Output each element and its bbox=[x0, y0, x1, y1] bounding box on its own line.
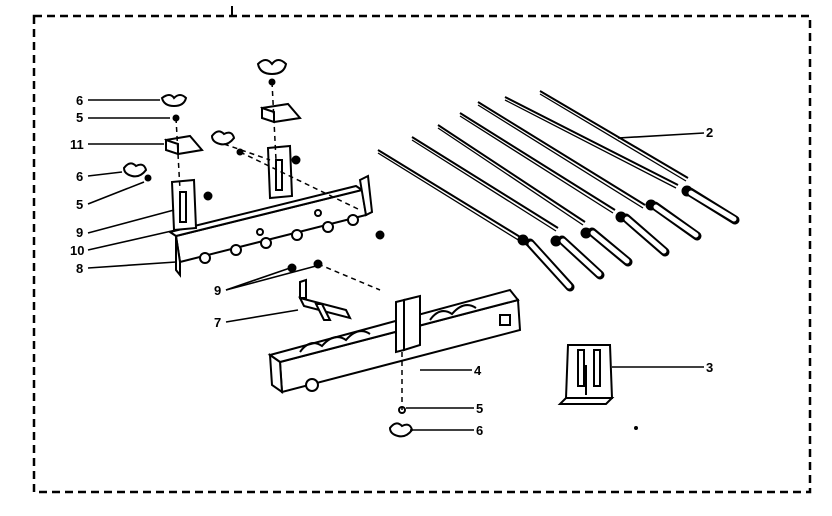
bracket-top-center bbox=[260, 102, 302, 124]
wing-nut-top bbox=[256, 59, 288, 86]
callout-9-left: 9 bbox=[76, 225, 83, 240]
skewer-1 bbox=[377, 149, 575, 292]
skewer-6 bbox=[504, 96, 740, 225]
callout-5-bottom: 5 bbox=[476, 401, 483, 416]
callout-9-center: 9 bbox=[214, 283, 221, 298]
callout-6-bottom: 6 bbox=[476, 423, 483, 438]
washer-lower-left bbox=[144, 174, 152, 182]
callout-5-top: 5 bbox=[76, 110, 83, 125]
lower-spit-bar bbox=[267, 288, 522, 395]
skewer-group bbox=[377, 90, 740, 292]
callout-2: 2 bbox=[706, 125, 713, 140]
wing-nut-lower-left bbox=[122, 162, 148, 178]
upper-bracket bbox=[167, 174, 374, 278]
callout-11: 11 bbox=[70, 137, 84, 152]
wing-nut-bottom bbox=[388, 422, 414, 438]
callout-7: 7 bbox=[214, 315, 221, 330]
callout-5-mid: 5 bbox=[76, 197, 83, 212]
skewer-5 bbox=[477, 101, 702, 241]
assembly-lines bbox=[175, 81, 403, 410]
leader-lines bbox=[87, 99, 705, 431]
skewer-2 bbox=[411, 136, 605, 280]
upright-post-left bbox=[170, 178, 213, 232]
clip-part bbox=[557, 344, 615, 405]
screw-1 bbox=[375, 230, 385, 240]
callout-3: 3 bbox=[706, 360, 713, 375]
dashed-border bbox=[32, 14, 812, 494]
skewer-7 bbox=[539, 90, 689, 182]
callout-10: 10 bbox=[70, 243, 84, 258]
callout-4: 4 bbox=[474, 363, 482, 378]
skewer-3 bbox=[437, 124, 633, 267]
level-bracket bbox=[298, 278, 352, 321]
skewer-4 bbox=[459, 112, 670, 257]
wing-nut-mid bbox=[210, 130, 236, 146]
upright-post-center bbox=[266, 144, 301, 200]
callout-8: 8 bbox=[76, 261, 83, 276]
callout-6-mid: 6 bbox=[76, 169, 83, 184]
callout-6-top: 6 bbox=[76, 93, 83, 108]
wing-nut-left bbox=[160, 94, 188, 108]
stray-dot bbox=[634, 426, 638, 430]
bracket-left bbox=[164, 134, 204, 156]
